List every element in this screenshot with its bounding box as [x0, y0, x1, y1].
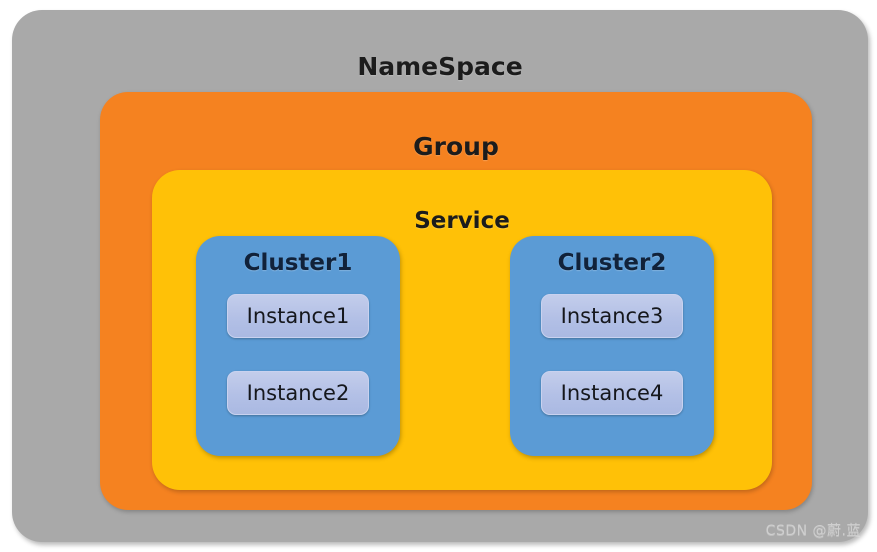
- service-title: Service: [414, 208, 510, 234]
- cluster-container-2: Cluster2 Instance3 Instance4: [510, 236, 714, 456]
- instance-label-2: Instance2: [246, 381, 350, 405]
- group-title: Group: [413, 132, 499, 161]
- instance-label-4: Instance4: [560, 381, 664, 405]
- instance-chip-2: Instance2: [227, 371, 369, 415]
- namespace-title: NameSpace: [357, 52, 523, 81]
- watermark-label: CSDN @蔚.蓝: [765, 523, 861, 539]
- service-container: Service Cluster1 Instance1 Instance2 Clu…: [152, 170, 772, 490]
- instance-chip-1: Instance1: [227, 294, 369, 338]
- cluster-title-2: Cluster2: [557, 250, 667, 276]
- instance-label-1: Instance1: [246, 304, 350, 328]
- group-container: Group Service Cluster1 Instance1 Instanc…: [100, 92, 812, 510]
- namespace-container: NameSpace Group Service Cluster1 Instanc…: [12, 10, 868, 542]
- cluster-title-1: Cluster1: [243, 250, 353, 276]
- cluster-container-1: Cluster1 Instance1 Instance2: [196, 236, 400, 456]
- instance-label-3: Instance3: [560, 304, 664, 328]
- instance-chip-3: Instance3: [541, 294, 683, 338]
- instance-chip-4: Instance4: [541, 371, 683, 415]
